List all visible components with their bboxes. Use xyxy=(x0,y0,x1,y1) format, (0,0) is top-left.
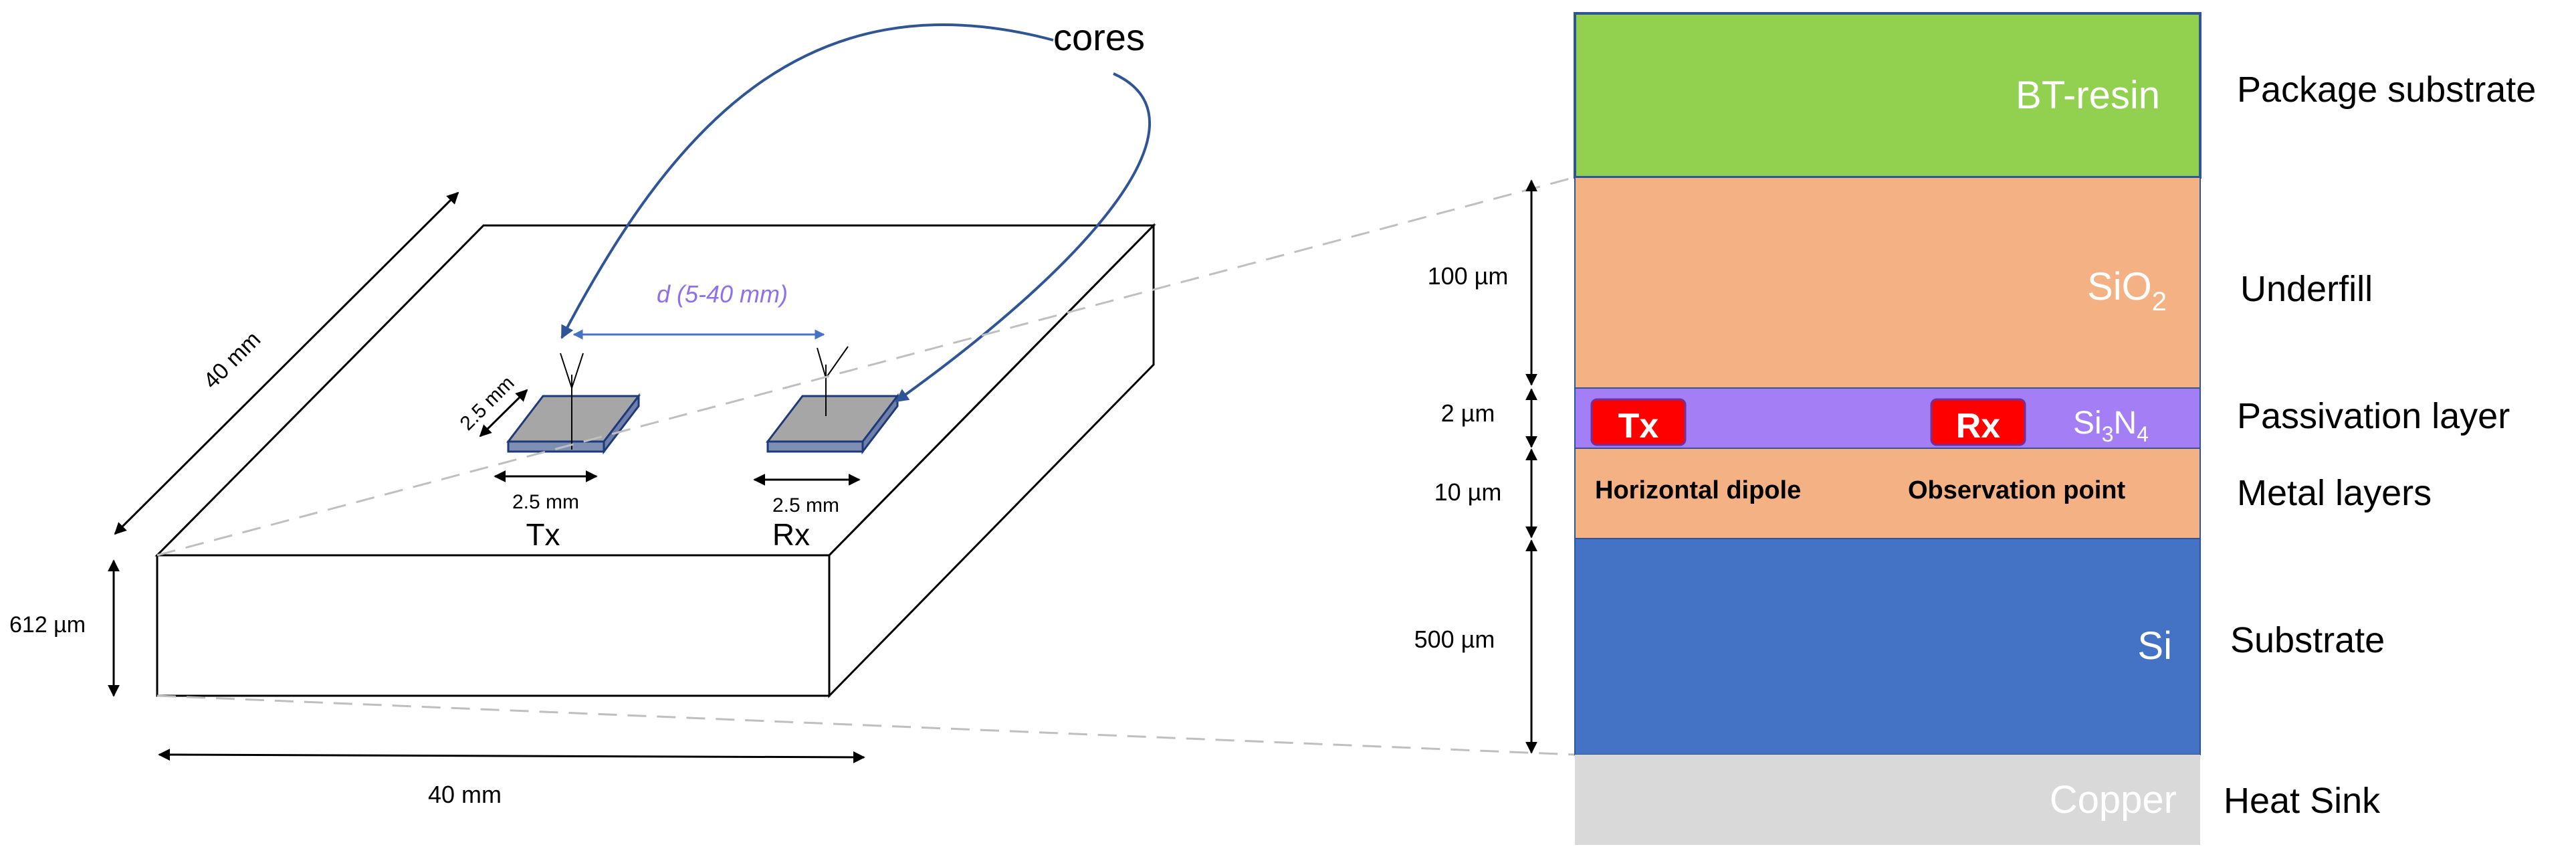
tx-chip xyxy=(506,393,641,455)
board-thickness-label: 612 µm xyxy=(9,612,86,638)
board-right-face xyxy=(828,223,1155,698)
thickness-dimensions: 100 µm 2 µm 10 µm 500 µm xyxy=(1414,179,1537,754)
si-name: Substrate xyxy=(2230,620,2385,660)
board-front-face xyxy=(156,554,831,697)
copper-layer xyxy=(1575,755,2200,845)
rx-label: Rx xyxy=(772,517,810,552)
board-width-arrow xyxy=(158,749,865,763)
sio2-material-base: SiO xyxy=(2087,265,2152,308)
si-layer xyxy=(1574,538,2201,755)
underfill-thickness-label: 100 µm xyxy=(1428,262,1509,290)
si3n4-material: Si3N4 xyxy=(2073,405,2149,446)
sio2-layer xyxy=(1574,177,2201,389)
metal-thickness-label: 10 µm xyxy=(1434,478,1502,506)
si3n4-sub1: 3 xyxy=(2102,422,2114,446)
substrate-thickness-label: 500 µm xyxy=(1414,626,1495,653)
observation-point-label: Observation point xyxy=(1908,476,2125,504)
cores-arrow-rx xyxy=(895,72,1152,403)
tx-badge xyxy=(1590,398,1687,446)
si-material: Si xyxy=(2137,624,2172,668)
sio2-name: Underfill xyxy=(2240,269,2373,309)
board-depth-label: 40 mm xyxy=(199,326,265,393)
cores-label: cores xyxy=(1053,16,1145,58)
bt-resin-material: BT-resin xyxy=(2016,74,2160,117)
layer-stack: BT-resin Package substrate SiO2 Underfil… xyxy=(1574,12,2536,845)
bt-resin-name: Package substrate xyxy=(2237,70,2536,110)
sio2-material: SiO2 xyxy=(2087,265,2167,316)
rx-antenna-icon xyxy=(817,346,849,416)
rx-badge xyxy=(1930,398,2026,446)
copper-name: Heat Sink xyxy=(2224,781,2381,821)
rx-chip xyxy=(765,393,900,455)
chip-side-arrow xyxy=(479,389,528,438)
distance-label: d (5-40 mm) xyxy=(657,280,788,308)
board-width-label: 40 mm xyxy=(428,781,502,808)
horizontal-dipole-label: Horizontal dipole xyxy=(1595,476,1801,504)
board-depth-arrow xyxy=(114,191,459,535)
package-3d-view: d (5-40 mm) cores 2.5 mm 2.5 mm Tx 2.5 m… xyxy=(9,16,1156,808)
tx-antenna-icon xyxy=(560,353,584,450)
bt-resin-layer xyxy=(1574,12,2202,179)
cores-arrow-tx xyxy=(560,23,1054,339)
passivation-name: Passivation layer xyxy=(2237,396,2510,436)
tx-badge-label: Tx xyxy=(1618,407,1659,446)
metal-name: Metal layers xyxy=(2237,473,2432,513)
sio2-material-sub: 2 xyxy=(2152,287,2167,316)
passivation-thickness-label: 2 µm xyxy=(1441,399,1495,427)
rx-width-label: 2.5 mm xyxy=(772,494,839,516)
rx-badge-label: Rx xyxy=(1956,407,2001,446)
si3n4-base: Si xyxy=(2073,405,2102,441)
tx-width-label: 2.5 mm xyxy=(512,491,579,513)
copper-material: Copper xyxy=(2050,778,2177,822)
si3n4-mid: N xyxy=(2113,405,2137,441)
metal-layer xyxy=(1574,448,2201,539)
tx-label: Tx xyxy=(526,517,560,552)
projection-lines xyxy=(156,176,1576,756)
si3n4-sub2: 4 xyxy=(2137,422,2149,446)
